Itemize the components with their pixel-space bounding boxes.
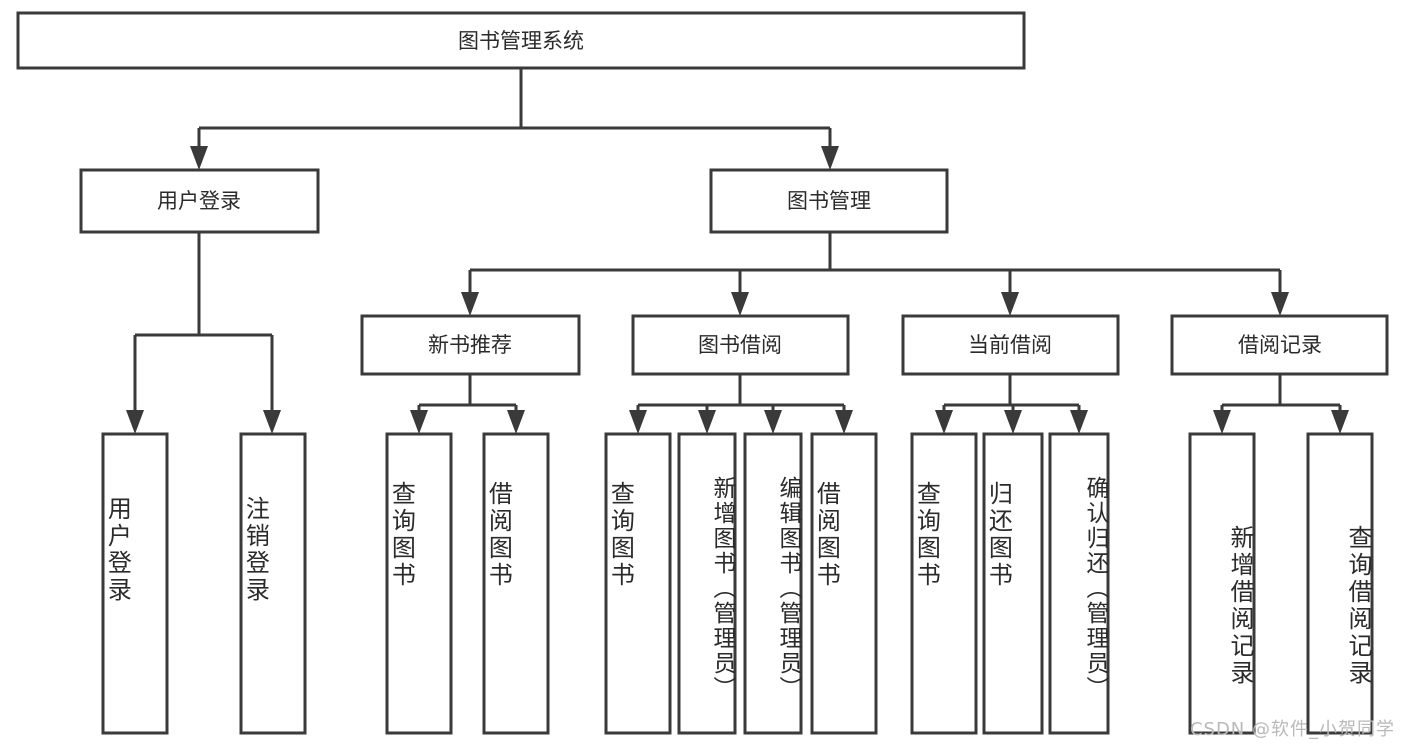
edge-bookborrow-bus xyxy=(636,374,846,416)
node-user-login[interactable]: 用户登录 xyxy=(79,168,320,234)
node-leaf-confirm-return-admin[interactable] xyxy=(1048,432,1110,735)
node-book-borrowing[interactable]: 图书借阅 xyxy=(631,314,850,376)
arrow-to-current-borrow xyxy=(1001,292,1019,316)
watermark: CSDN @软件_小贺同学 xyxy=(1189,719,1395,740)
arrow-to-book-borrow xyxy=(731,292,749,316)
arrow-to-leaf-query-book-3 xyxy=(935,410,953,434)
arrow-to-leaf-borrow-book-2 xyxy=(835,410,853,434)
arrow-to-user-login xyxy=(190,146,208,170)
node-book-management[interactable]: 图书管理 xyxy=(709,168,949,234)
node-leaf-return-book[interactable] xyxy=(982,432,1044,735)
arrow-to-leaf-add-record xyxy=(1213,410,1231,434)
node-leaf-user-login[interactable] xyxy=(101,432,169,735)
node-borrowing-records[interactable]: 借阅记录 xyxy=(1170,314,1389,376)
node-leaf-add-book-admin[interactable] xyxy=(677,432,737,735)
node-label: 图书管理系统 xyxy=(458,29,584,53)
node-label: 图书管理 xyxy=(787,189,871,213)
arrow-to-borrow-records xyxy=(1271,292,1289,316)
node-leaf-edit-book-admin[interactable] xyxy=(743,432,803,735)
node-leaf-add-borrow-record[interactable] xyxy=(1188,432,1256,735)
arrow-to-leaf-return-book xyxy=(1004,410,1022,434)
arrow-to-leaf-borrow-book-1 xyxy=(507,410,525,434)
arrow-to-leaf-user-login xyxy=(126,410,144,434)
arrow-to-leaf-confirm-return xyxy=(1070,410,1088,434)
arrow-to-book-mgmt xyxy=(821,146,839,170)
edge-bookmgmt-bus xyxy=(468,232,1282,298)
node-leaf-logout[interactable] xyxy=(239,432,307,735)
node-label: 用户登录 xyxy=(157,189,241,213)
arrow-to-leaf-add-book xyxy=(698,410,716,434)
edge-userlogin-bus xyxy=(133,232,274,416)
node-layer: 图书管理系统 用户登录 图书管理 新书推荐 图书借阅 当前 xyxy=(16,11,1389,735)
arrow-to-leaf-query-record xyxy=(1331,410,1349,434)
node-label: 当前借阅 xyxy=(968,333,1052,357)
arrow-to-leaf-query-book-1 xyxy=(410,410,428,434)
node-leaf-borrow-book-1[interactable] xyxy=(482,432,550,735)
node-book-management-system[interactable]: 图书管理系统 xyxy=(16,11,1026,70)
node-label: 新书推荐 xyxy=(428,333,512,357)
edge-newbook-bus xyxy=(417,374,518,416)
arrow-to-new-book-rec xyxy=(461,292,479,316)
node-current-borrowing[interactable]: 当前借阅 xyxy=(901,314,1120,376)
edge-root-bus xyxy=(197,68,832,152)
node-label: 图书借阅 xyxy=(698,333,782,357)
connector-layer xyxy=(126,68,1349,434)
edge-borrowrecords-bus xyxy=(1220,374,1342,416)
arrow-to-leaf-logout xyxy=(263,410,281,434)
edge-currentborrow-bus xyxy=(942,374,1081,416)
node-leaf-query-book-1[interactable] xyxy=(385,432,453,735)
node-leaf-query-borrow-record[interactable] xyxy=(1306,432,1374,735)
arrow-to-leaf-query-book-2 xyxy=(629,410,647,434)
node-label: 借阅记录 xyxy=(1238,333,1322,357)
arrow-to-leaf-edit-book xyxy=(764,410,782,434)
node-leaf-query-book-3[interactable] xyxy=(910,432,978,735)
node-leaf-borrow-book-2[interactable] xyxy=(810,432,878,735)
node-new-book-recommendation[interactable]: 新书推荐 xyxy=(360,314,581,376)
node-leaf-query-book-2[interactable] xyxy=(604,432,672,735)
